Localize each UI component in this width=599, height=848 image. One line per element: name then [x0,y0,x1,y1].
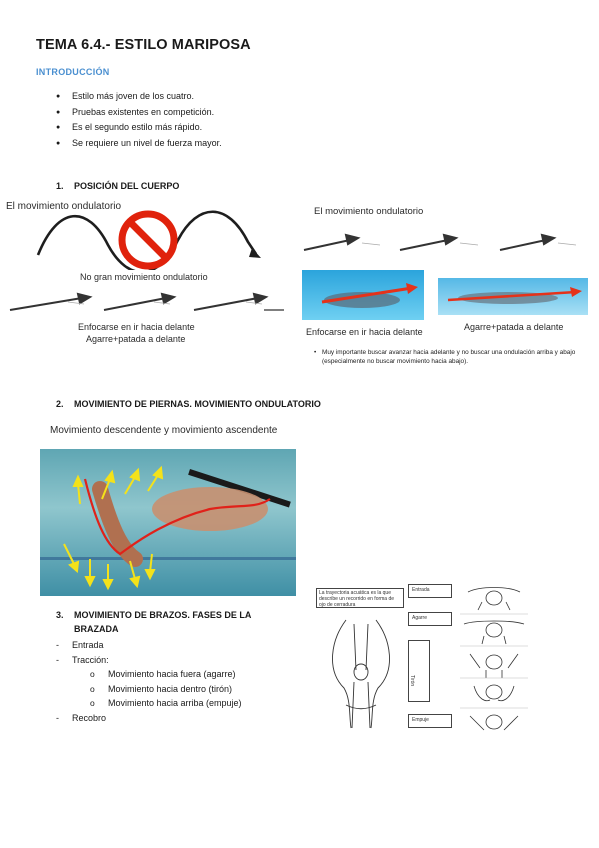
list-item: Movimiento hacia arriba (empuje) [56,696,242,711]
list-item: Movimiento hacia dentro (tirón) [56,682,242,697]
forward-arrows-right [303,233,577,251]
list-item: Recobro [56,711,242,726]
section-2-heading: 2. MOVIMIENTO DE PIERNAS. MOVIMIENTO ONDU… [56,399,321,409]
caption-grip-kick: Agarre+patada a delante [86,334,186,344]
swimmer-photo-grip-kick [438,278,588,315]
list-item: Es el segundo estilo más rápido. [56,120,222,136]
important-note: • Muy importante buscar avanzar hacia ad… [314,348,599,366]
phase-box-agarre: Agarre [408,612,452,626]
section-title: MOVIMIENTO DE PIERNAS. MOVIMIENTO ONDULA… [74,399,321,409]
phase-box-tiron: Tirón [408,640,430,702]
swimmer-phase-figures [460,587,528,731]
note-bullet: • [314,349,317,356]
section-3-heading: 3. MOVIMIENTO DE BRAZOS. FASES DE LA BRAZ… [56,608,296,636]
forward-arrows-left [9,292,284,311]
swimmer-underwater-photo [40,449,296,596]
list-item: Se requiere un nivel de fuerza mayor. [56,136,222,152]
list-item: Entrada [56,638,242,653]
stroke-phases-diagram: La trayectoria acuática es la que descri… [316,584,528,744]
swimmer-photo-forward [302,270,424,320]
wave-heading-right: El movimiento ondulatorio [314,206,424,217]
phase-box-empuje: Empuje [408,714,452,728]
section-number: 3. [56,610,64,620]
caption-no-wave: No gran movimiento ondulatorio [80,272,208,282]
caption-photo-grip-kick: Agarre+patada a delante [464,322,564,332]
arm-phases-list: Entrada Tracción: Movimiento hacia fuera… [56,638,242,725]
list-item: Movimiento hacia fuera (agarre) [56,667,242,682]
legs-subtitle: Movimiento descendente y movimiento asce… [50,425,278,436]
section-number: 1. [56,181,64,191]
caption-forward: Enfocarse en ir hacia delante [78,322,195,332]
diagram-note-box: La trayectoria acuática es la que descri… [316,588,404,608]
intro-heading: INTRODUCCIÓN [36,67,110,77]
section-title: POSICIÓN DEL CUERPO [74,181,180,191]
list-item: Estilo más joven de los cuatro. [56,89,222,105]
list-item: Pruebas existentes en competición. [56,105,222,121]
wave-diagram-heading: El movimiento ondulatorio [6,201,122,212]
section-1-heading: 1. POSICIÓN DEL CUERPO [56,181,179,191]
arm-trajectory-drawing [332,619,390,729]
section-number: 2. [56,399,64,409]
caption-photo-forward: Enfocarse en ir hacia delante [306,327,423,337]
note-text: Muy importante buscar avanzar hacia adel… [322,349,576,365]
section-title: MOVIMIENTO DE BRAZOS. FASES DE LA [74,610,252,620]
section-title-cont: BRAZADA [74,624,119,634]
list-item: Tracción: [56,653,242,668]
page-title: TEMA 6.4.- ESTILO MARIPOSA [36,37,251,53]
phase-label-tiron: Tirón [409,675,415,687]
wave-diagram-image [36,210,261,270]
phase-box-entrada: Entrada [408,584,452,598]
intro-bullet-list: Estilo más joven de los cuatro. Pruebas … [56,89,222,151]
